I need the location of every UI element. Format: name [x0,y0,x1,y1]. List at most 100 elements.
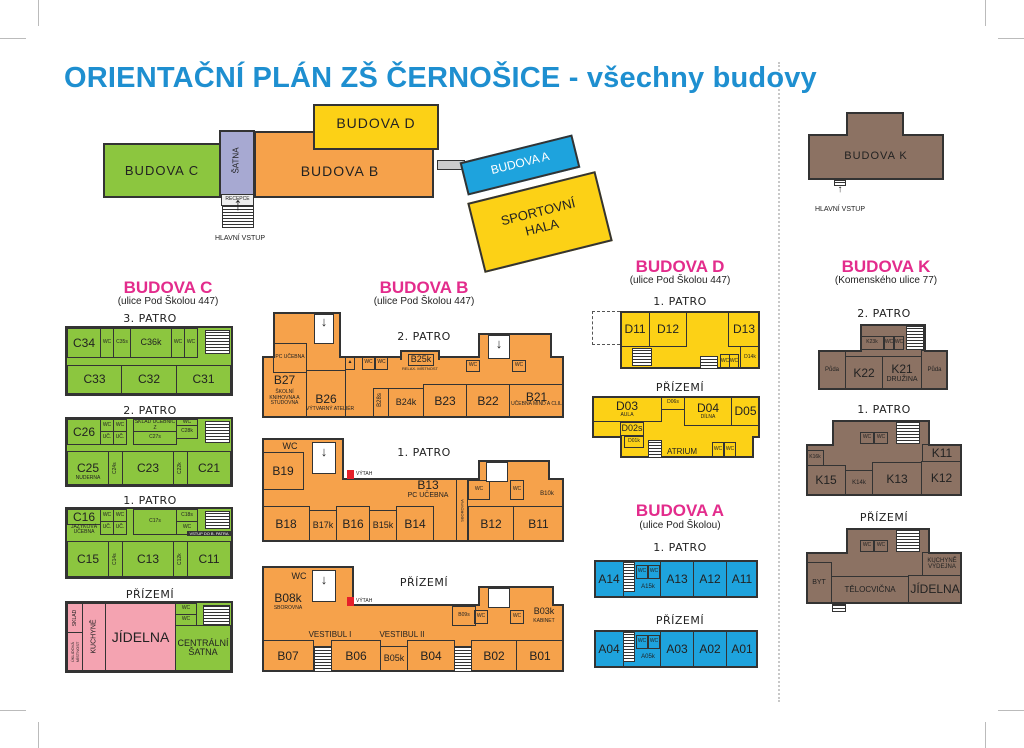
room-telocvicna[interactable]: TĚLOCVIČNA [831,576,909,604]
room-b04[interactable]: B04 [407,640,455,672]
overview-budova-c[interactable] [103,143,221,198]
room-wc[interactable]: WC [282,441,298,452]
room-wc[interactable]: WC [874,432,888,444]
room-b27[interactable]: B27 [273,372,296,387]
room-b14[interactable]: B14 [396,506,434,542]
room-wc[interactable]: WC [184,328,198,358]
room-c35s[interactable]: C35s [113,328,131,358]
room-wc[interactable]: WC [100,328,114,358]
room-b07[interactable]: B07 [262,640,314,672]
room-wc[interactable]: WC [176,419,198,426]
room-kuchyne[interactable] [82,603,106,671]
room-b09s[interactable]: B09s [452,606,476,626]
room-k15[interactable]: K15 [806,465,846,496]
room-b19[interactable]: B19 [262,452,304,490]
overview-budova-k[interactable] [808,134,944,180]
room-b02[interactable]: B02 [471,640,517,672]
room-wc[interactable]: WC [375,356,388,370]
room-wc[interactable]: WC [466,360,480,372]
room-sborovna-b[interactable] [456,478,468,542]
room-c12k[interactable]: C12k [173,541,188,577]
room-d12[interactable]: D12 [649,311,687,347]
room-centralni-satna[interactable]: CENTRÁLNÍ ŠATNA [175,625,231,671]
room-d06s[interactable]: D06s [661,396,685,410]
room-wc[interactable]: WC [860,432,874,444]
room-c22k[interactable]: C22k [173,451,188,485]
room-uc[interactable]: UČ. [113,521,127,535]
room-d11[interactable]: D11 [620,311,650,347]
room-wc[interactable]: WC [468,480,490,500]
room-b05k[interactable]: B05k [380,646,408,672]
room-c15[interactable]: C15 [67,541,109,577]
room-b12[interactable]: B12 [468,506,514,542]
room-a04[interactable]: A04 [594,630,624,668]
room-wc[interactable]: WC [712,442,724,458]
room-c21[interactable]: C21 [187,451,231,485]
room-d01k[interactable]: D01k [624,436,644,448]
room-d04[interactable]: D04 DÍLNA [684,396,732,426]
room-wc[interactable]: WC [894,336,904,350]
room-c28k[interactable]: C28k [176,425,198,439]
room-wc[interactable]: WC [510,480,524,500]
room-wc[interactable]: WC [636,565,648,579]
room-c25[interactable]: C25 [67,451,109,485]
room-k13[interactable]: K13 [872,462,922,496]
room-b17k[interactable]: B17k [309,510,337,542]
room-wc[interactable]: WC [648,635,660,649]
room-wc[interactable]: WC [884,336,894,350]
room-d14k[interactable]: D14k [740,346,760,369]
room-d02s[interactable]: D02s [620,422,644,436]
room-k22[interactable]: K22 [845,356,883,390]
room-wc[interactable]: WC [729,354,739,369]
room-c36k[interactable]: C36k [130,328,172,358]
room-a13[interactable]: A13 [660,560,694,598]
room-wc[interactable]: WC [636,635,648,649]
room-a03[interactable]: A03 [660,630,694,668]
room-k16k[interactable]: K16k [806,450,824,466]
room-kuchyne-vydejna[interactable]: KUCHYNĚ VÝDEJNA [922,552,962,576]
room-a12[interactable]: A12 [693,560,727,598]
room-k23k[interactable]: K23k [860,336,884,350]
room-puda[interactable]: Půda [818,350,846,390]
room-b18[interactable]: B18 [262,506,310,542]
room-b11[interactable]: B11 [513,506,564,542]
room-wc[interactable]: WC [874,540,888,552]
room-pc-ucebna[interactable]: PC UČEBNA [273,343,307,373]
room-uc[interactable]: UČ. [113,431,127,445]
room-wc[interactable]: WC [171,328,185,358]
room-c13[interactable]: C13 [122,541,174,577]
room-b03k[interactable]: B03k [533,606,555,617]
room-wc[interactable]: WC [648,565,660,579]
room-c32[interactable]: C32 [121,365,177,394]
overview-budova-d[interactable] [313,104,439,150]
room-a11[interactable]: A11 [726,560,758,598]
room-uc[interactable]: UČ. [100,521,114,535]
room-jidelna[interactable]: JÍDELNA [105,603,176,671]
room-c16[interactable]: C16 [67,509,101,525]
room-b16[interactable]: B16 [336,506,370,542]
room-wc[interactable]: WC [510,610,524,624]
room-k21[interactable]: K21 DRUŽINA [882,356,922,390]
room-c31[interactable]: C31 [176,365,231,394]
room-c17s[interactable]: C17s [133,509,177,535]
room-b24k[interactable]: B24k [388,388,424,418]
room-a14[interactable]: A14 [594,560,624,598]
room-b25k[interactable]: B25k [408,354,434,366]
room-puda[interactable]: Půda [921,350,948,390]
room-uc[interactable]: UČ. [100,431,114,445]
room-b01[interactable]: B01 [516,640,564,672]
room-c23[interactable]: C23 [122,451,174,485]
room-d13[interactable]: D13 [728,311,760,347]
room-c26[interactable]: C26 [67,419,101,445]
room-a02[interactable]: A02 [693,630,727,668]
room-d03[interactable]: D03 AULA [592,396,662,422]
room-c24s[interactable]: C24s [108,451,123,485]
room-wc[interactable]: WC [724,442,736,458]
room-d05[interactable]: D05 [731,396,760,426]
room-wc[interactable]: WC [474,610,488,624]
room-c27s[interactable]: C27s [133,431,177,445]
room-jidelna-k[interactable]: JÍDELNA [908,575,962,604]
room-wc[interactable]: WC [860,540,874,552]
room-wc[interactable]: WC [362,356,375,370]
room-b13[interactable]: B13 [417,478,439,492]
